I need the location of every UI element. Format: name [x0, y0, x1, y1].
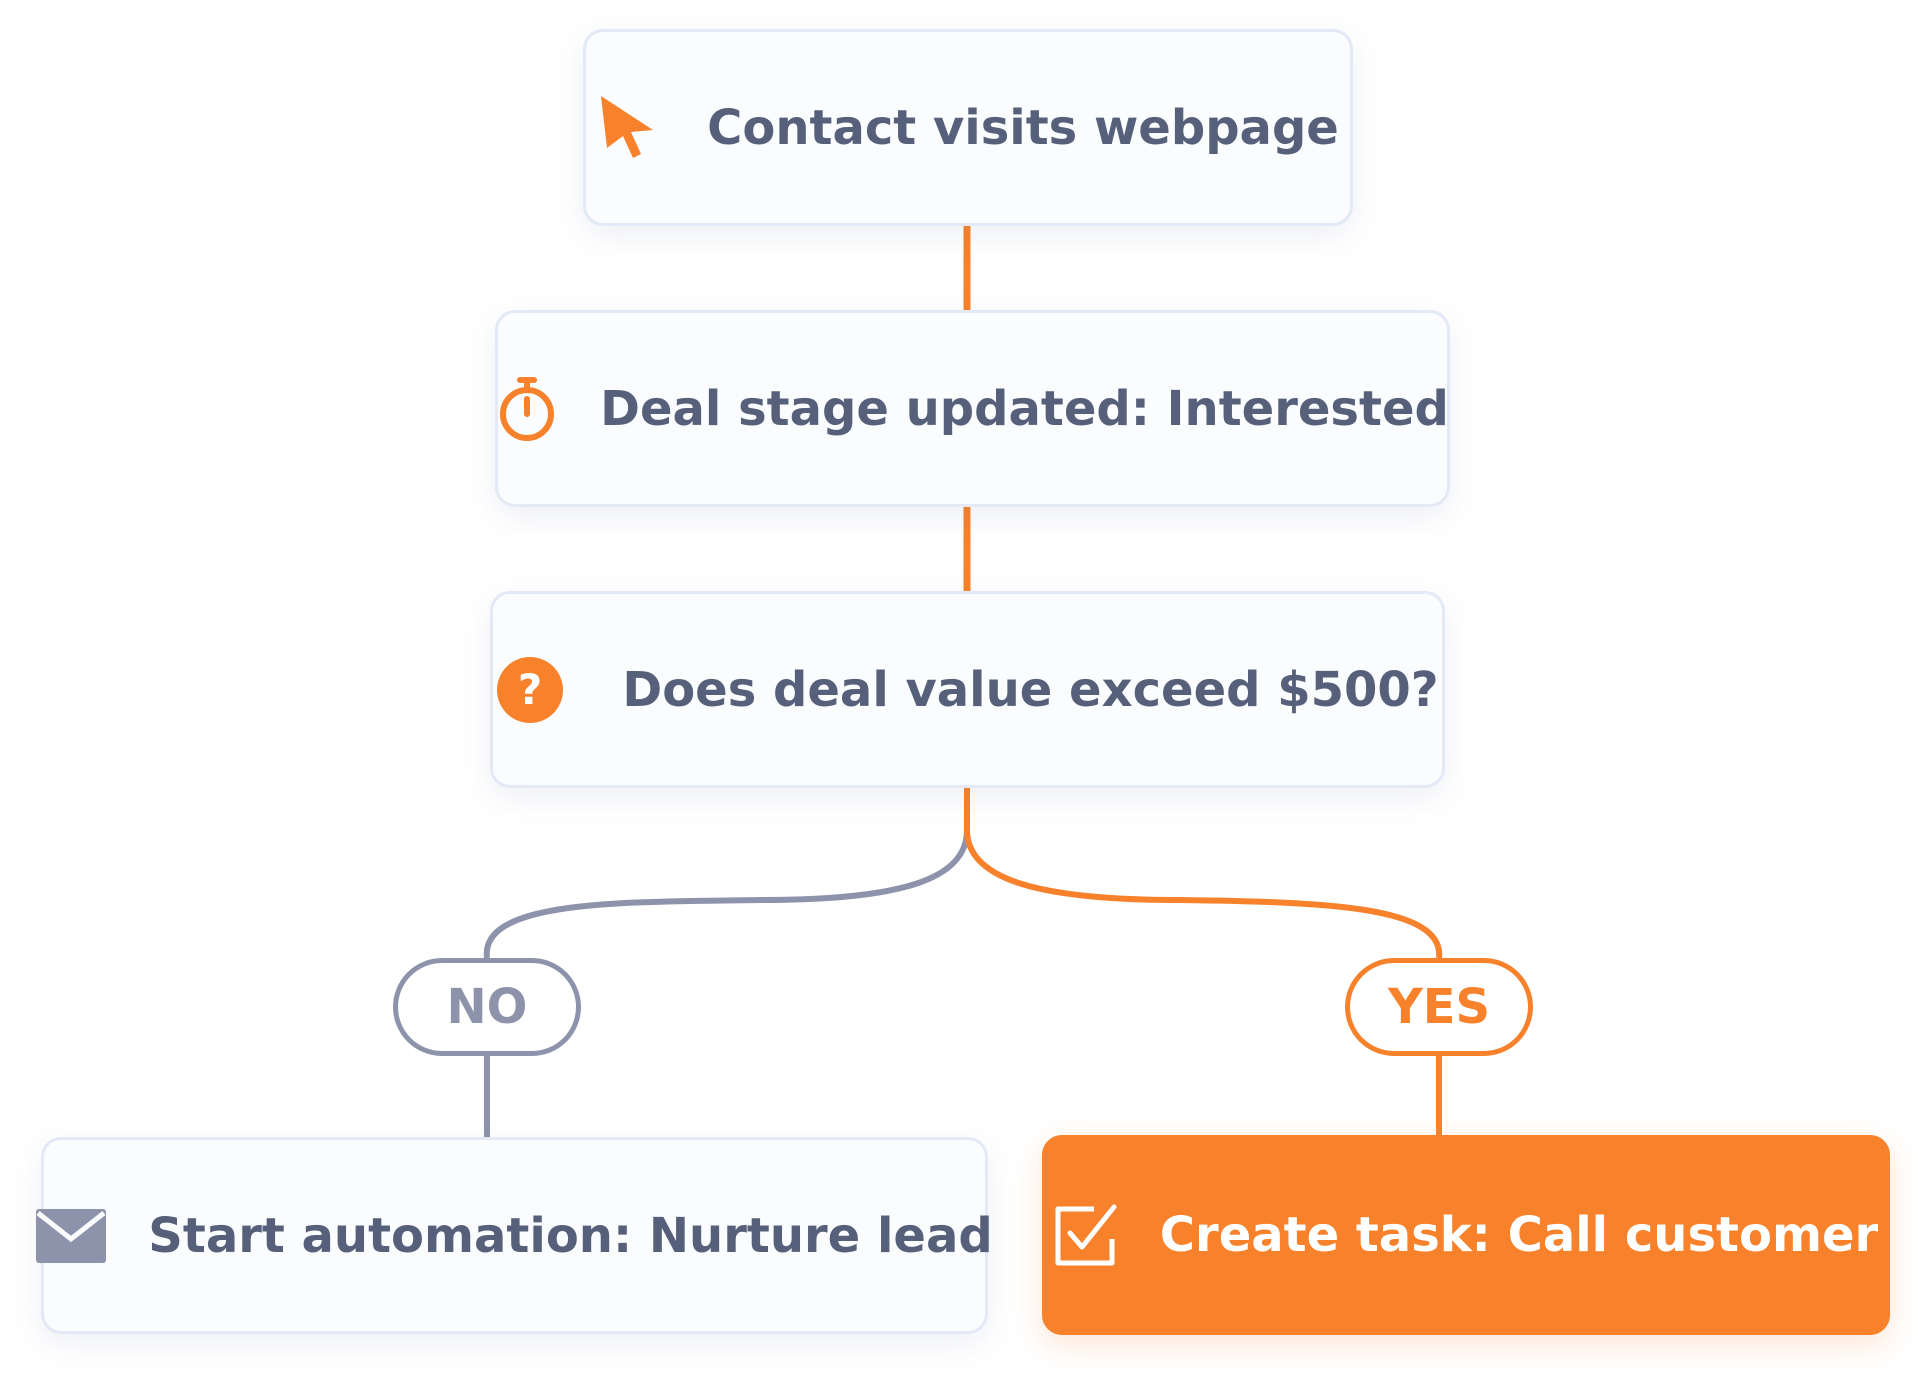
question-icon: ?: [496, 656, 564, 724]
cursor-icon: [597, 94, 657, 162]
node-label: Contact visits webpage: [707, 99, 1339, 156]
node-label: Does deal value exceed $500?: [622, 661, 1439, 718]
branch-no-label[interactable]: NO: [393, 958, 581, 1056]
node-label: Start automation: Nurture lead: [148, 1207, 993, 1264]
connector-yes-branch: [964, 788, 1443, 959]
connector-no-branch: [483, 788, 970, 959]
node-label: Create task: Call customer: [1159, 1207, 1879, 1263]
stopwatch-icon: [496, 375, 558, 443]
branch-yes-label[interactable]: YES: [1345, 958, 1533, 1056]
envelope-icon: [36, 1208, 107, 1263]
action-start-automation[interactable]: Start automation: Nurture lead: [36, 1137, 993, 1334]
trigger-visit-webpage[interactable]: Contact visits webpage: [583, 29, 1353, 226]
svg-text:?: ?: [518, 665, 542, 714]
checkbox-icon: [1054, 1203, 1120, 1267]
trigger-deal-stage-updated[interactable]: Deal stage updated: Interested: [495, 310, 1450, 507]
action-create-task[interactable]: Create task: Call customer: [1042, 1135, 1890, 1335]
node-label: Deal stage updated: Interested: [600, 380, 1449, 437]
condition-deal-value[interactable]: ? Does deal value exceed $500?: [490, 591, 1445, 788]
